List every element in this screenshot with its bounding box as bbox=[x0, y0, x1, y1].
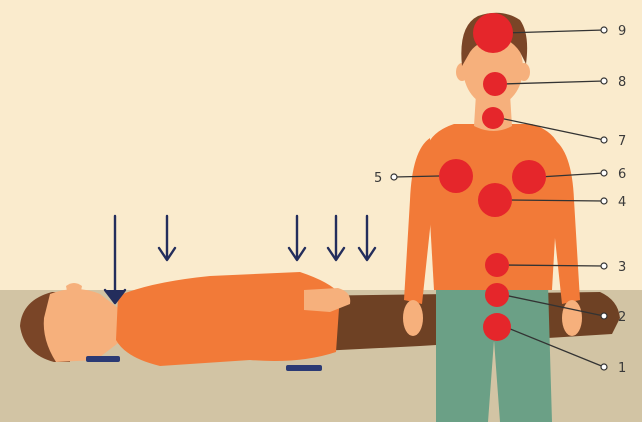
pressure-point-marker bbox=[483, 313, 511, 341]
point-label: 6 bbox=[618, 167, 626, 182]
pressure-point-marker bbox=[439, 159, 473, 193]
point-label: 5 bbox=[374, 171, 382, 186]
standing-figure-right-hand bbox=[562, 300, 582, 336]
support-pad-head bbox=[86, 356, 120, 362]
leader-end-dot bbox=[601, 313, 607, 319]
point-label: 1 bbox=[618, 361, 626, 376]
leader-end-dot bbox=[601, 364, 607, 370]
pressure-point-marker bbox=[512, 160, 546, 194]
point-label: 7 bbox=[618, 134, 626, 149]
leader-end-dot bbox=[601, 198, 607, 204]
lying-figure-nose bbox=[66, 283, 82, 296]
leader-end-dot bbox=[601, 137, 607, 143]
point-label: 3 bbox=[618, 260, 626, 275]
pressure-point-marker bbox=[473, 13, 513, 53]
lying-figure-torso bbox=[116, 272, 340, 366]
leader-end-dot bbox=[391, 174, 397, 180]
support-pad-body bbox=[286, 365, 322, 371]
standing-figure-left-hand bbox=[403, 300, 423, 336]
pressure-point-marker bbox=[485, 283, 509, 307]
leader-end-dot bbox=[601, 170, 607, 176]
pressure-point-marker bbox=[482, 107, 504, 129]
point-label: 9 bbox=[618, 24, 626, 39]
point-label: 2 bbox=[618, 310, 626, 325]
leader-end-dot bbox=[601, 27, 607, 33]
pressure-point-marker bbox=[485, 253, 509, 277]
pressure-point-marker bbox=[483, 72, 507, 96]
point-label: 4 bbox=[618, 195, 626, 210]
point-label: 8 bbox=[618, 75, 626, 90]
leader-end-dot bbox=[601, 78, 607, 84]
pressure-point-marker bbox=[478, 183, 512, 217]
leader-end-dot bbox=[601, 263, 607, 269]
standing-figure-ear bbox=[518, 63, 530, 81]
